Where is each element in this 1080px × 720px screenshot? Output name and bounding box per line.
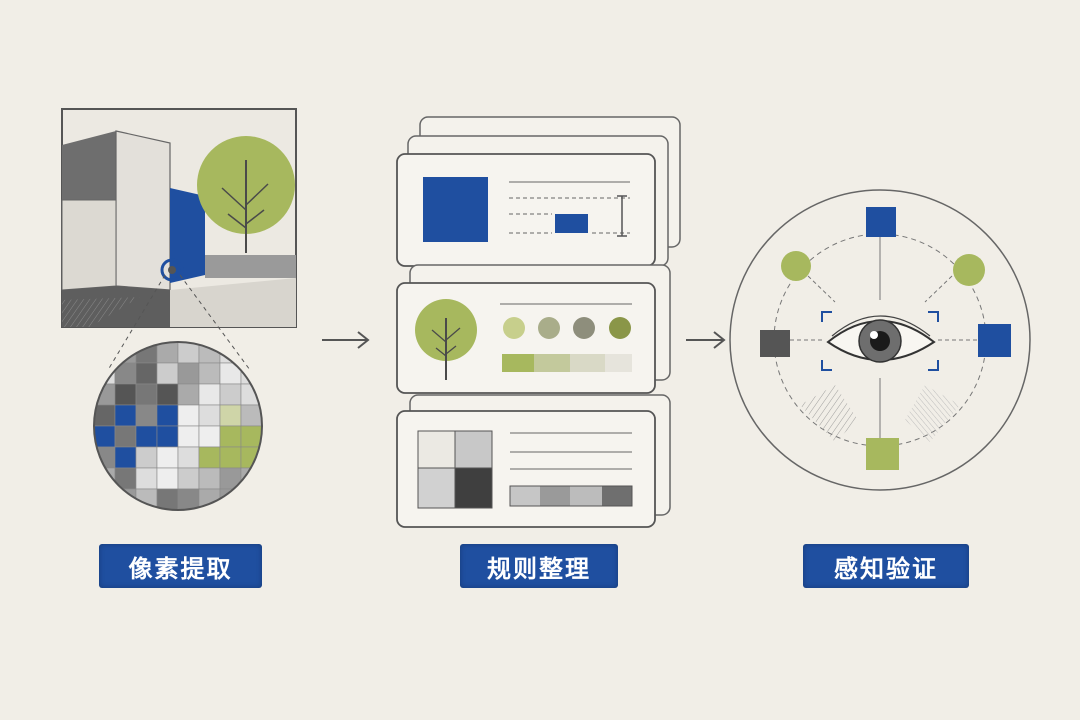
- pixel-cell: [156, 425, 179, 448]
- pixel-cell: [219, 383, 242, 406]
- pixel-cell: [198, 362, 221, 385]
- step1-illustration: [61, 108, 297, 511]
- pixel-cell: [219, 404, 242, 427]
- step-label-perception-validation: 感知验证: [803, 544, 969, 588]
- pixel-cell: [94, 488, 116, 510]
- pixel-cell: [177, 383, 200, 406]
- pixel-cell: [177, 362, 200, 385]
- pixel-cell: [177, 467, 200, 490]
- pixel-cell: [94, 404, 116, 427]
- pixel-cell: [240, 404, 262, 427]
- building-photo: [61, 108, 297, 328]
- pixel-cell: [135, 404, 158, 427]
- pixel-cell: [156, 342, 179, 364]
- pixel-cell: [114, 446, 137, 469]
- pixel-cell: [135, 446, 158, 469]
- pixel-cell: [198, 404, 221, 427]
- pixel-cell: [156, 488, 179, 510]
- pixel-cell: [114, 404, 137, 427]
- pixel-cell: [135, 467, 158, 490]
- pixel-cell: [177, 342, 200, 364]
- pixel-cell: [198, 425, 221, 448]
- pixel-cell: [219, 425, 242, 448]
- pixel-cell: [114, 425, 137, 448]
- pixel-cell: [198, 383, 221, 406]
- pixel-cell: [114, 383, 137, 406]
- step-label-rule-organization: 规则整理: [460, 544, 618, 588]
- pixel-cell: [198, 467, 221, 490]
- pixel-cell: [240, 488, 262, 510]
- pixel-cell: [94, 425, 116, 448]
- pixel-cell: [94, 342, 116, 364]
- pixel-cell: [177, 404, 200, 427]
- pixel-cell: [156, 404, 179, 427]
- pixel-cell: [156, 467, 179, 490]
- pixel-cell: [240, 425, 262, 448]
- pixel-cell: [177, 488, 200, 510]
- pixel-cell: [135, 383, 158, 406]
- pixel-cell: [177, 446, 200, 469]
- pixel-cell: [240, 342, 262, 364]
- pixel-cell: [177, 425, 200, 448]
- pixel-cell: [198, 446, 221, 469]
- pixel-grid-magnifier-icon: [93, 341, 263, 511]
- pixel-cell: [156, 383, 179, 406]
- step-label-pixel-extraction: 像素提取: [99, 544, 262, 588]
- card-color-block: [396, 153, 656, 267]
- pixel-cell: [135, 362, 158, 385]
- arrow-2-icon: [686, 331, 726, 349]
- pixel-cell: [135, 425, 158, 448]
- pixel-cell: [156, 362, 179, 385]
- card-grayscale: [396, 410, 656, 528]
- eye-target-icon: [729, 189, 1031, 491]
- pixel-cell: [156, 446, 179, 469]
- pixel-cell: [219, 446, 242, 469]
- arrow-1-icon: [322, 331, 370, 349]
- card-tree-palette: [396, 282, 656, 394]
- stacked-cards-icon: [396, 116, 681, 528]
